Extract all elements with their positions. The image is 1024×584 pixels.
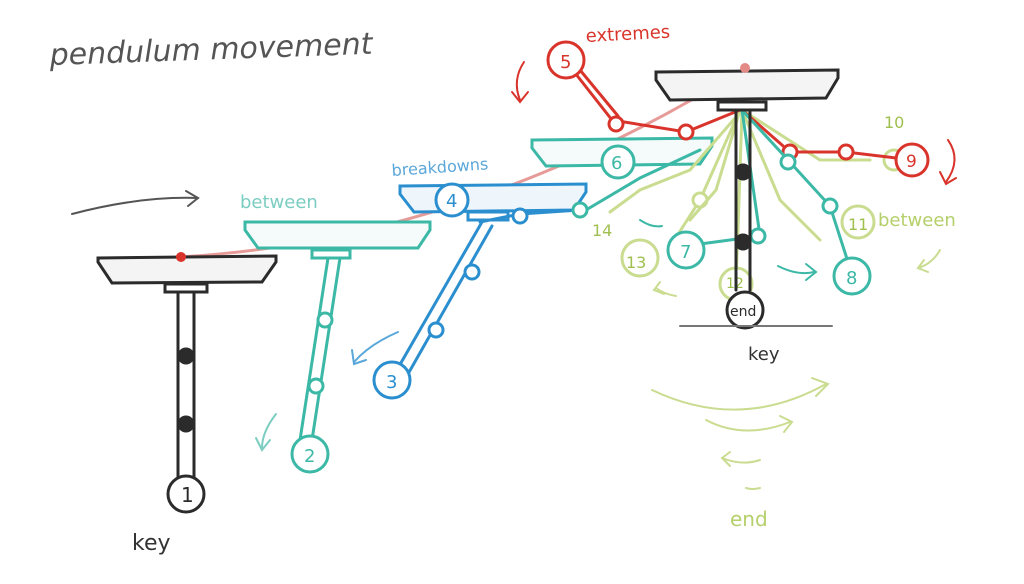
frame-number-7: 7 — [680, 242, 691, 263]
frame-number-6: 6 — [611, 153, 622, 174]
fading-swing-marks — [651, 377, 830, 490]
direction-arrow-8 — [639, 219, 818, 281]
extremes-label: extremes — [585, 22, 671, 47]
end-circle-label: end — [730, 304, 756, 320]
between-label-right: between — [878, 210, 956, 231]
between-label-top: between — [240, 192, 318, 213]
direction-arrow-5 — [511, 61, 529, 104]
frame-number-11: 11 — [848, 215, 868, 234]
frame-number-9: 9 — [906, 152, 917, 172]
key-label-right: key — [748, 344, 780, 365]
pendulum-frame-9 — [740, 108, 930, 178]
direction-arrow-right — [652, 249, 941, 297]
frame-number-2: 2 — [304, 446, 315, 467]
pendulum-frame-6 — [530, 136, 714, 219]
arc-point-1 — [176, 252, 186, 262]
end-label: end — [730, 507, 768, 531]
pendulum-key-right — [654, 68, 840, 330]
key-label-left: key — [132, 531, 171, 556]
frame-number-5: 5 — [560, 52, 571, 73]
direction-arrow-2 — [255, 413, 277, 452]
pendulum-frame-7 — [666, 108, 767, 270]
page-title: pendulum movement — [48, 27, 374, 73]
pendulum-frame-2 — [243, 220, 432, 474]
pendulum-frame-1 — [96, 254, 278, 514]
frame-number-14: 14 — [592, 221, 612, 240]
frame-number-1: 1 — [181, 483, 194, 507]
frame-number-13: 13 — [626, 253, 646, 272]
direction-arrow-9 — [939, 139, 957, 186]
frame-number-10: 10 — [884, 113, 904, 132]
pendulum-frame-4 — [398, 182, 588, 225]
motion-arrow-left — [71, 190, 200, 215]
arc-point-top — [740, 63, 750, 73]
frame-number-4: 4 — [446, 191, 457, 212]
pendulum-frame-8 — [740, 108, 872, 296]
frame-number-3: 3 — [386, 372, 397, 393]
frame-number-8: 8 — [846, 268, 857, 289]
direction-arrow-3 — [351, 331, 399, 366]
breakdowns-label: breakdowns — [391, 154, 489, 180]
pendulum-frame-5 — [546, 40, 742, 141]
pendulum-frame-3 — [372, 220, 494, 400]
